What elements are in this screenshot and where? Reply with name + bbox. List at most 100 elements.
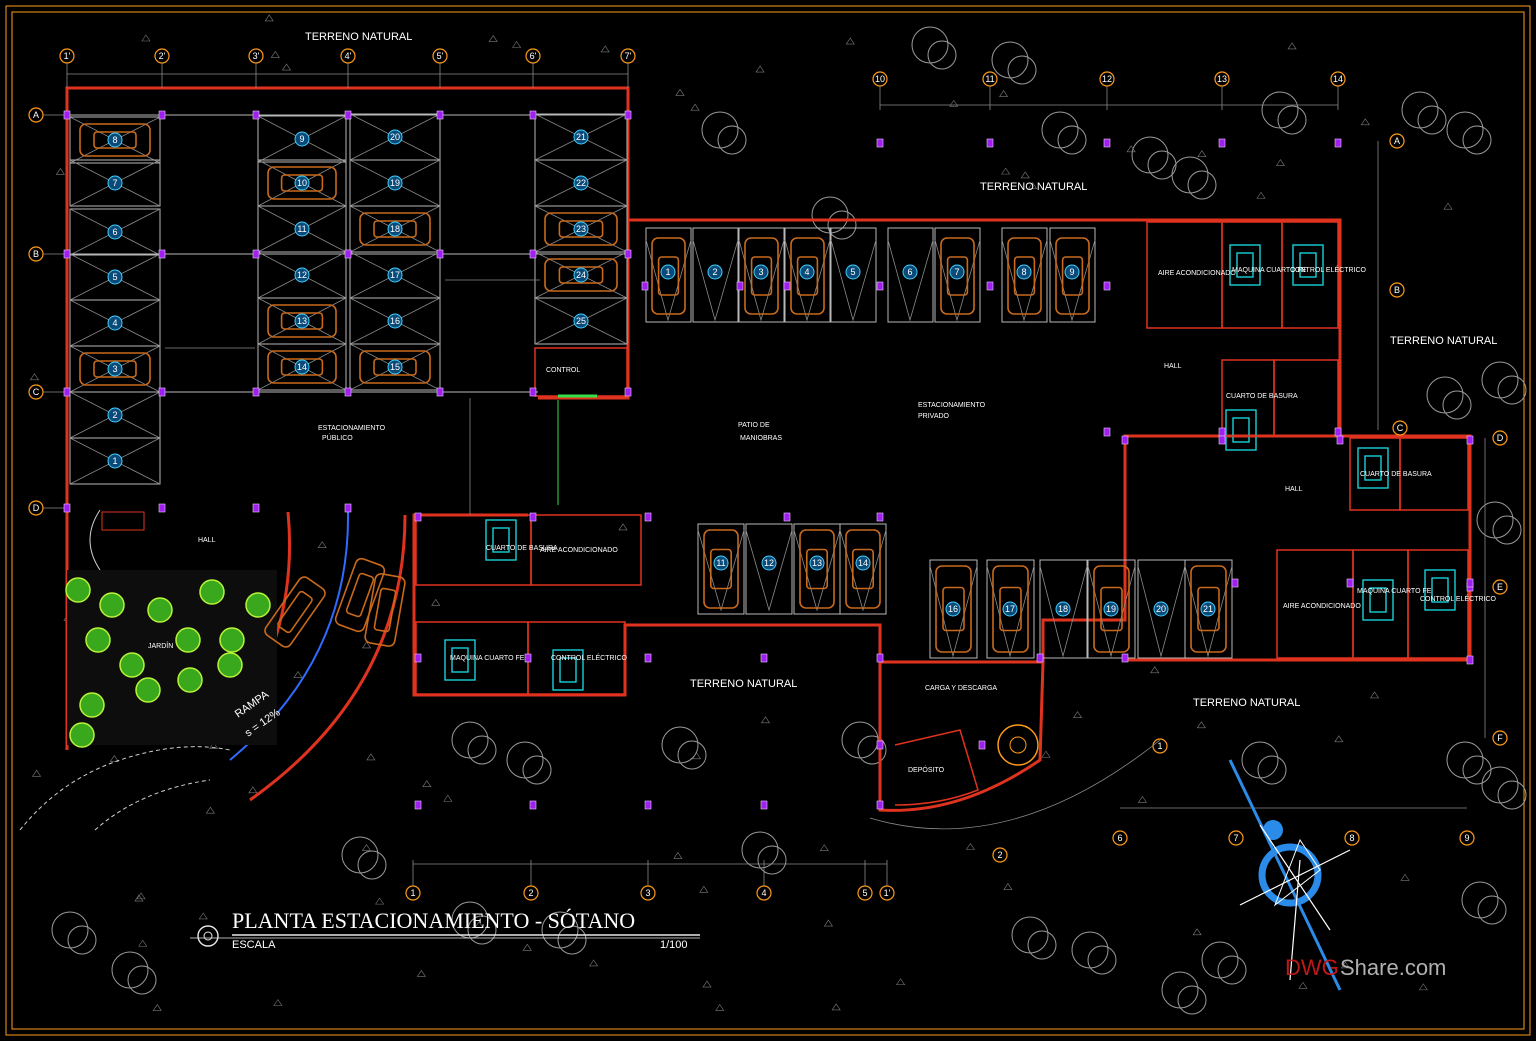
private-car-4: [790, 237, 825, 315]
column-34: [986, 281, 994, 291]
grid-right-4-label: E: [1497, 582, 1503, 592]
private-stall-num-5-number: 5: [850, 267, 855, 277]
private-stall-num-17-circle: [1002, 601, 1018, 617]
public-stall-num-15-number: 15: [390, 362, 400, 372]
private-stall-num-11-circle: [713, 555, 729, 571]
terrain-speck-97: [715, 1003, 725, 1011]
label-maquina-3: MAQUINA CUARTO FE: [1357, 588, 1432, 595]
terrain-speck-59: [1275, 159, 1285, 166]
terrain-tree-29: [341, 836, 379, 874]
grid-bottom-0-label: 1: [410, 888, 415, 898]
public-car-10-roof: [280, 174, 324, 192]
control-label: CONTROL: [546, 367, 580, 374]
terrain-speck-120: [209, 741, 219, 749]
terrain-speck-117: [1360, 118, 1370, 126]
public-stall-num-6-circle: [107, 224, 123, 240]
garden-plant-7: [175, 627, 201, 653]
terrain-speck-81: [198, 912, 208, 920]
private-stall-14: [839, 523, 887, 615]
equipment-inner-8: [1364, 455, 1382, 481]
terrain-speck-79: [823, 919, 834, 927]
private-stall-num-3-circle: [753, 264, 769, 280]
column-18: [624, 110, 632, 120]
access-path-2: [94, 779, 211, 831]
terrain-tree-b-15: [677, 740, 707, 770]
terrain-speck-8: [1020, 171, 1030, 179]
label-carga: CARGA Y DESCARGA: [925, 685, 997, 692]
label-patio-2: MANIOBRAS: [740, 435, 782, 442]
private-stall-num-14-number: 14: [858, 558, 868, 568]
public-stall-num-3-circle: [107, 361, 123, 377]
public-stall-num-21-circle: [573, 129, 589, 145]
electrical-room-east: [1407, 549, 1469, 659]
public-stall-num-11-number: 11: [297, 224, 306, 234]
column-12: [436, 110, 444, 120]
private-stall-19: [1087, 559, 1136, 659]
watermark-dwg: DWG: [1285, 955, 1339, 980]
terrain-speck-40: [845, 37, 855, 45]
equipment-1: [1292, 244, 1324, 286]
public-car-24: [544, 258, 618, 292]
label-maquina-2: MAQUINA CUARTO FE: [450, 655, 525, 662]
public-car-8: [79, 123, 151, 157]
terrain-speck-16: [273, 999, 283, 1006]
ramp-car-1-roof: [345, 572, 375, 618]
column-57: [644, 800, 652, 810]
column-16: [529, 249, 537, 259]
terrain-speck-136: [431, 598, 441, 606]
column-59: [876, 800, 884, 810]
public-car-13: [267, 304, 337, 338]
terrain-speck-25: [1150, 666, 1160, 674]
equipment-inner-6: [1232, 417, 1250, 443]
private-stall-v-13: [793, 529, 841, 612]
terrain-speck-10: [281, 63, 292, 71]
private-stall-num-9-number: 9: [1069, 267, 1074, 277]
private-stall-v-7: [934, 239, 981, 322]
public-stall-num-12-circle: [294, 267, 310, 283]
grid-right-5-circle: [1492, 730, 1508, 746]
terrain-speck-104: [293, 671, 303, 678]
terrain-tree-10: [1481, 361, 1519, 399]
terrain-speck-98: [1001, 167, 1011, 175]
terrain-tree-b-7: [1462, 125, 1492, 155]
grid-right-2-label: C: [1397, 423, 1404, 433]
terrain-speck-74: [134, 894, 144, 902]
terrain-tree-b-10: [1497, 375, 1527, 405]
column-3: [158, 110, 166, 120]
north-arrow-compass: [1228, 759, 1351, 991]
terrain-tree-b-8: [717, 125, 747, 155]
column-44: [1466, 655, 1474, 665]
ramp-car-0: [264, 576, 326, 648]
equipment-5: [1424, 569, 1456, 611]
terrain-tree-b-29: [357, 850, 387, 880]
private-stall-2: [692, 227, 739, 323]
private-stall-num-13-number: 13: [812, 558, 822, 568]
terrain-speck-125: [362, 641, 372, 649]
column-37: [1218, 427, 1226, 437]
terrain-tree-25: [1071, 931, 1109, 969]
column-6: [252, 110, 260, 120]
grid-right-0-circle: [1389, 133, 1405, 149]
column-63: [1036, 653, 1044, 663]
terrain-tree-21: [111, 951, 149, 989]
private-stall-num-2-number: 2: [712, 267, 717, 277]
private-stall-v-12: [745, 529, 793, 612]
scale-value: 1/100: [660, 939, 688, 951]
private-stall-num-1-number: 1: [665, 267, 670, 277]
grid-bottomright-0-label: 6: [1117, 833, 1122, 843]
column-24: [344, 503, 352, 513]
terrain-speck-135: [1196, 721, 1206, 729]
terrain-tree-15: [661, 726, 699, 764]
public-stall-num-16-circle: [387, 313, 403, 329]
stair-east: [1399, 437, 1469, 511]
terrain-speck-119: [600, 45, 610, 53]
label-terreno-bottom-right: TERRENO NATURAL: [1193, 697, 1300, 709]
public-stall-num-25-number: 25: [576, 316, 586, 326]
private-car-21: [1190, 565, 1227, 653]
grid-bottom-5-label: 1': [884, 888, 891, 898]
column-38: [1334, 427, 1342, 437]
terrain-speck-35: [1126, 145, 1136, 153]
terrain-speck-101: [488, 35, 498, 42]
terrain-speck-126: [1340, 961, 1350, 969]
garden-plant-8: [217, 652, 243, 678]
